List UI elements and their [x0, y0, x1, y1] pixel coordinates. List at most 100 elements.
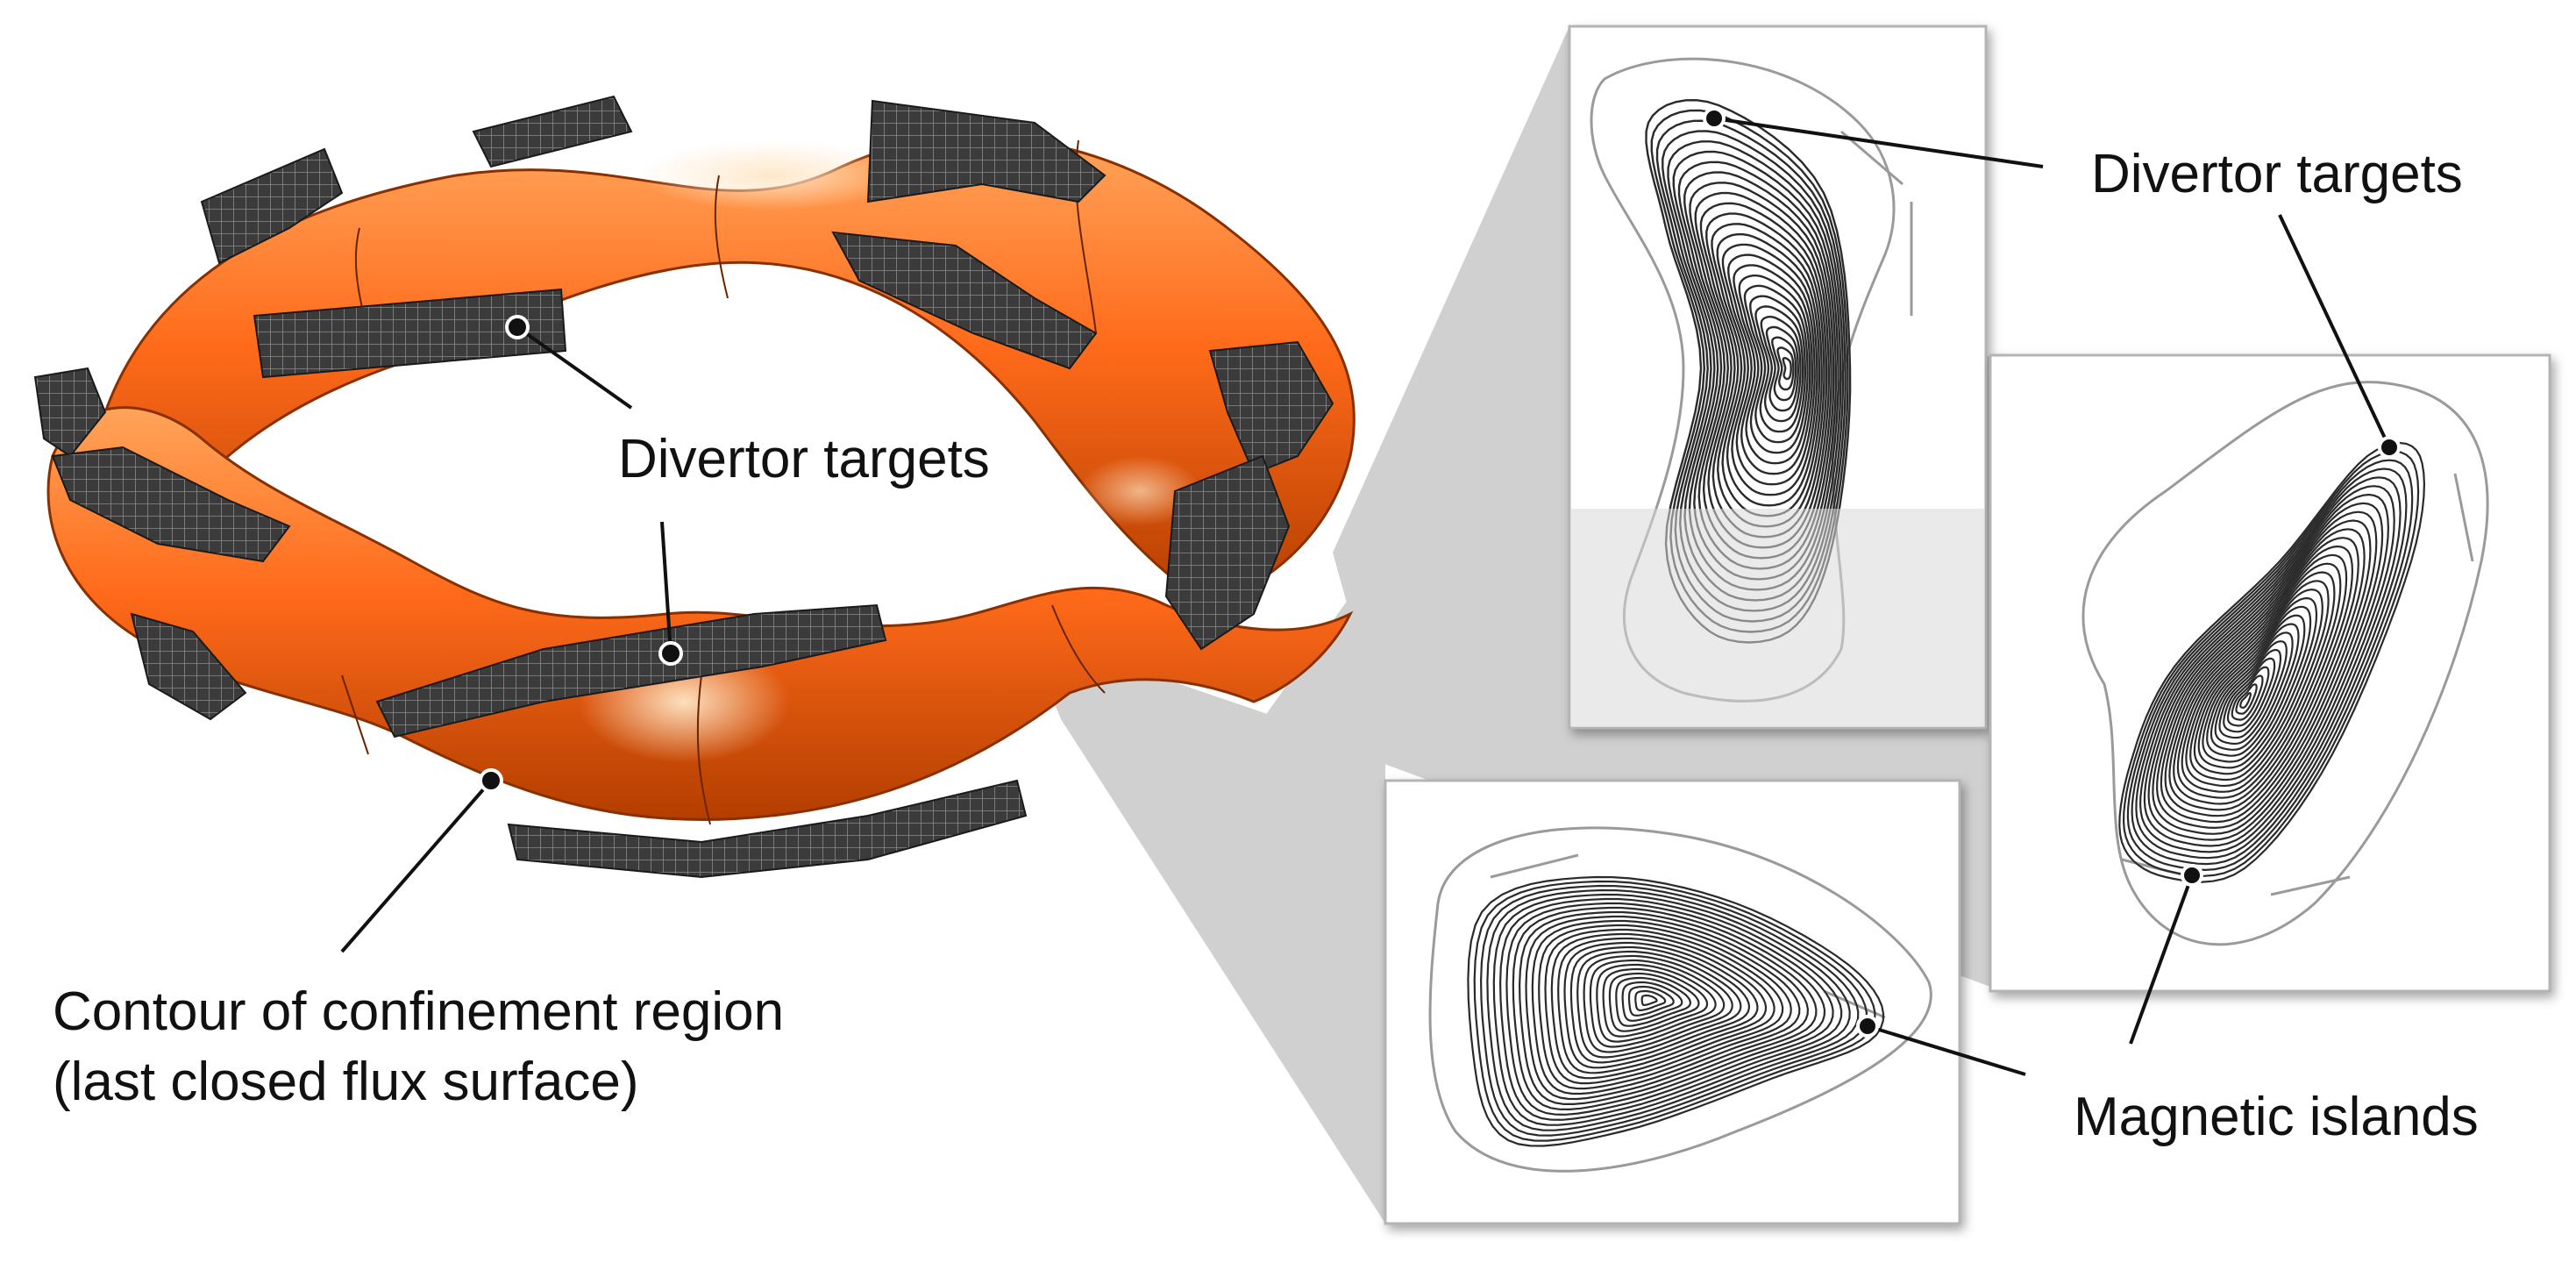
flux-surface — [1782, 357, 1792, 381]
divertor-tile — [472, 95, 633, 168]
flux-surface — [1544, 928, 1784, 1085]
pointer-line — [516, 325, 633, 410]
cross-section-triangle-panel — [1384, 779, 1961, 1225]
divertor-tile — [831, 231, 1098, 370]
flux-surface — [1557, 937, 1768, 1074]
flux-surface — [2193, 596, 2318, 775]
flux-surface — [1743, 284, 1809, 454]
plasma-highlight — [640, 140, 903, 210]
flux-surface — [1716, 232, 1821, 507]
flux-surface — [1634, 989, 1667, 1011]
flux-surface — [2118, 441, 2426, 883]
flux-surface — [1602, 967, 1709, 1038]
flux-surface — [2185, 580, 2330, 788]
tilted-cross-section — [2081, 381, 2489, 946]
plasma-seam — [714, 175, 729, 299]
flux-surface — [2160, 528, 2366, 824]
flux-surface — [2152, 510, 2378, 835]
flux-surface — [1640, 994, 1658, 1006]
pointer-dot — [479, 768, 503, 793]
divertor-tile — [130, 612, 247, 721]
flux-surface — [2214, 640, 2288, 746]
flux-surface — [1721, 243, 1818, 496]
divertor-tile — [253, 288, 567, 379]
plasma-seam — [341, 674, 369, 755]
plasma-seam — [1051, 604, 1106, 694]
flux-surface — [1467, 875, 1885, 1147]
flux-surface — [2189, 589, 2323, 781]
pointer-dot — [1703, 107, 1726, 130]
flux-surface — [2202, 614, 2306, 763]
flux-surface — [2197, 605, 2312, 769]
divertor-target-tiles — [33, 95, 1334, 879]
pointer-dot — [1856, 1015, 1879, 1038]
plasma-ring-back — [103, 136, 1356, 607]
flux-surface — [1760, 316, 1802, 423]
plasma-seam — [696, 674, 711, 825]
flux-surface — [2122, 450, 2420, 877]
flux-surface — [1486, 888, 1860, 1131]
label-magnetic-islands: Magnetic islands — [2074, 1087, 2479, 1147]
flux-surface — [1492, 893, 1851, 1126]
flux-surface — [2143, 493, 2390, 847]
divertor-tile — [866, 99, 1107, 203]
vessel-wall — [2081, 381, 2489, 946]
panel-frame — [1989, 353, 2551, 993]
flux-surface — [1749, 295, 1807, 444]
flux-surface — [1518, 910, 1818, 1105]
flux-surface — [1569, 945, 1751, 1064]
label-divertor-targets-right: Divertor targets — [2091, 144, 2463, 204]
flux-surface — [2223, 657, 2276, 733]
flux-surface — [1754, 305, 1804, 433]
flux-surfaces-tilted — [2118, 441, 2426, 883]
flux-surface — [2138, 485, 2395, 853]
flux-surface — [2218, 648, 2282, 739]
flux-surface — [2173, 553, 2348, 805]
flux-surface — [1608, 972, 1700, 1032]
flux-surface — [1615, 976, 1692, 1027]
divertor-tile — [1208, 340, 1334, 475]
divertor-tile — [51, 446, 291, 563]
flux-surface — [2147, 502, 2384, 841]
flux-surfaces-triangle — [1467, 875, 1885, 1147]
flux-surface — [1550, 932, 1775, 1080]
divertor-baffle — [1840, 130, 1913, 316]
divertor-tile — [33, 367, 107, 458]
flux-surface — [1596, 963, 1717, 1043]
divertor-tile — [507, 779, 1028, 879]
pointer-line — [1867, 1024, 2026, 1076]
panel-frame — [1384, 779, 1961, 1225]
flux-surface — [1531, 919, 1801, 1095]
flux-surface — [2231, 674, 2264, 721]
flux-surface — [2226, 666, 2270, 727]
bean-cross-section — [1571, 57, 1984, 726]
flux-surface — [1538, 924, 1792, 1090]
pointer-line — [2278, 214, 2391, 448]
label-divertor-targets-center: Divertor targets — [618, 429, 990, 489]
flux-surface — [2210, 631, 2294, 751]
flux-surface — [1473, 880, 1876, 1142]
flux-surface — [1512, 906, 1826, 1111]
pointer-line — [1713, 117, 2044, 168]
flux-surface — [1525, 915, 1810, 1101]
flux-surface — [1776, 346, 1795, 391]
flux-surface — [2155, 519, 2372, 830]
flux-surface — [1498, 897, 1843, 1121]
pointer-dot — [2181, 864, 2203, 887]
label-lcfs-line1: Contour of confinement region — [53, 981, 785, 1042]
flux-surface — [2239, 692, 2252, 710]
divertor-tile — [375, 603, 887, 738]
flux-surface — [1621, 981, 1683, 1022]
flux-surface — [1563, 941, 1759, 1069]
divertor-tile — [200, 147, 344, 265]
flux-surface — [1505, 902, 1834, 1116]
flux-surface — [1733, 264, 1814, 475]
cross-section-tilted-panel — [1989, 353, 2551, 993]
divertor-tile — [1164, 454, 1291, 651]
flux-surface — [1627, 985, 1675, 1017]
pointer-dot — [505, 315, 530, 339]
pointer-lines — [340, 107, 2401, 1076]
flux-surface — [2168, 545, 2354, 811]
